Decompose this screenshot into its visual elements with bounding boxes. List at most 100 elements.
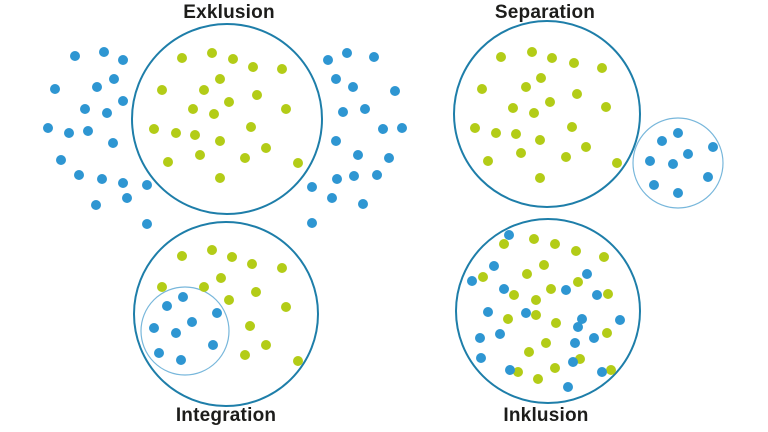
- green-person-dot: [602, 328, 612, 338]
- blue-person-dot: [122, 193, 132, 203]
- green-person-dot: [470, 123, 480, 133]
- green-person-dot: [535, 173, 545, 183]
- green-person-dot: [516, 148, 526, 158]
- blue-person-dot: [327, 193, 337, 203]
- green-person-dot: [207, 48, 217, 58]
- green-person-dot: [215, 136, 225, 146]
- blue-person-dot: [187, 317, 197, 327]
- green-person-dot: [240, 350, 250, 360]
- blue-person-dot: [212, 308, 222, 318]
- green-person-dot: [545, 97, 555, 107]
- green-person-dot: [547, 53, 557, 63]
- green-person-dot: [571, 246, 581, 256]
- blue-person-dot: [149, 323, 159, 333]
- green-person-dot: [281, 302, 291, 312]
- blue-person-dot: [331, 136, 341, 146]
- green-person-dot: [478, 272, 488, 282]
- blue-person-dot: [568, 357, 578, 367]
- green-person-dot: [581, 142, 591, 152]
- green-person-dot: [177, 53, 187, 63]
- blue-person-dot: [171, 328, 181, 338]
- integration-group-circle: [133, 221, 319, 407]
- green-person-dot: [491, 128, 501, 138]
- green-person-dot: [535, 135, 545, 145]
- green-person-dot: [293, 356, 303, 366]
- blue-person-dot: [349, 171, 359, 181]
- green-person-dot: [550, 239, 560, 249]
- green-person-dot: [503, 314, 513, 324]
- green-person-dot: [597, 63, 607, 73]
- green-person-dot: [247, 259, 257, 269]
- blue-person-dot: [97, 174, 107, 184]
- green-person-dot: [522, 269, 532, 279]
- green-person-dot: [573, 277, 583, 287]
- integration-subgroup-circle: [140, 286, 230, 376]
- green-person-dot: [508, 103, 518, 113]
- blue-person-dot: [582, 269, 592, 279]
- green-person-dot: [207, 245, 217, 255]
- green-person-dot: [224, 295, 234, 305]
- green-person-dot: [199, 282, 209, 292]
- blue-person-dot: [499, 284, 509, 294]
- green-person-dot: [195, 150, 205, 160]
- blue-person-dot: [358, 199, 368, 209]
- green-person-dot: [157, 282, 167, 292]
- blue-person-dot: [476, 353, 486, 363]
- green-person-dot: [190, 130, 200, 140]
- blue-person-dot: [397, 123, 407, 133]
- green-person-dot: [215, 173, 225, 183]
- green-person-dot: [599, 252, 609, 262]
- green-person-dot: [496, 52, 506, 62]
- panel-label-inklusion: Inklusion: [503, 405, 589, 426]
- panel-label-integration: Integration: [175, 405, 277, 426]
- blue-person-dot: [102, 108, 112, 118]
- blue-person-dot: [589, 333, 599, 343]
- blue-person-dot: [489, 261, 499, 271]
- green-person-dot: [561, 152, 571, 162]
- panel-label-separation: Separation: [494, 2, 596, 23]
- panel-separation: [453, 20, 724, 209]
- green-person-dot: [546, 284, 556, 294]
- green-person-dot: [477, 84, 487, 94]
- blue-person-dot: [668, 159, 678, 169]
- green-person-dot: [261, 143, 271, 153]
- blue-person-dot: [649, 180, 659, 190]
- green-person-dot: [171, 128, 181, 138]
- green-person-dot: [531, 295, 541, 305]
- green-person-dot: [246, 122, 256, 132]
- green-person-dot: [277, 263, 287, 273]
- blue-person-dot: [64, 128, 74, 138]
- blue-person-dot: [43, 123, 53, 133]
- blue-person-dot: [307, 218, 317, 228]
- blue-person-dot: [323, 55, 333, 65]
- green-person-dot: [550, 363, 560, 373]
- blue-person-dot: [348, 82, 358, 92]
- green-person-dot: [251, 287, 261, 297]
- green-person-dot: [252, 90, 262, 100]
- blue-person-dot: [570, 338, 580, 348]
- blue-person-dot: [521, 308, 531, 318]
- blue-person-dot: [483, 307, 493, 317]
- blue-person-dot: [504, 230, 514, 240]
- green-person-dot: [163, 157, 173, 167]
- green-person-dot: [499, 239, 509, 249]
- blue-person-dot: [673, 188, 683, 198]
- blue-person-dot: [331, 74, 341, 84]
- panel-exklusion: [43, 23, 407, 229]
- green-person-dot: [551, 318, 561, 328]
- green-person-dot: [527, 47, 537, 57]
- blue-person-dot: [657, 136, 667, 146]
- green-person-dot: [601, 102, 611, 112]
- blue-person-dot: [80, 104, 90, 114]
- blue-person-dot: [118, 55, 128, 65]
- separation-group-circle: [453, 20, 641, 208]
- blue-person-dot: [360, 104, 370, 114]
- blue-person-dot: [505, 365, 515, 375]
- blue-person-dot: [475, 333, 485, 343]
- blue-person-dot: [208, 340, 218, 350]
- green-person-dot: [603, 289, 613, 299]
- green-person-dot: [277, 64, 287, 74]
- blue-person-dot: [332, 174, 342, 184]
- blue-person-dot: [162, 301, 172, 311]
